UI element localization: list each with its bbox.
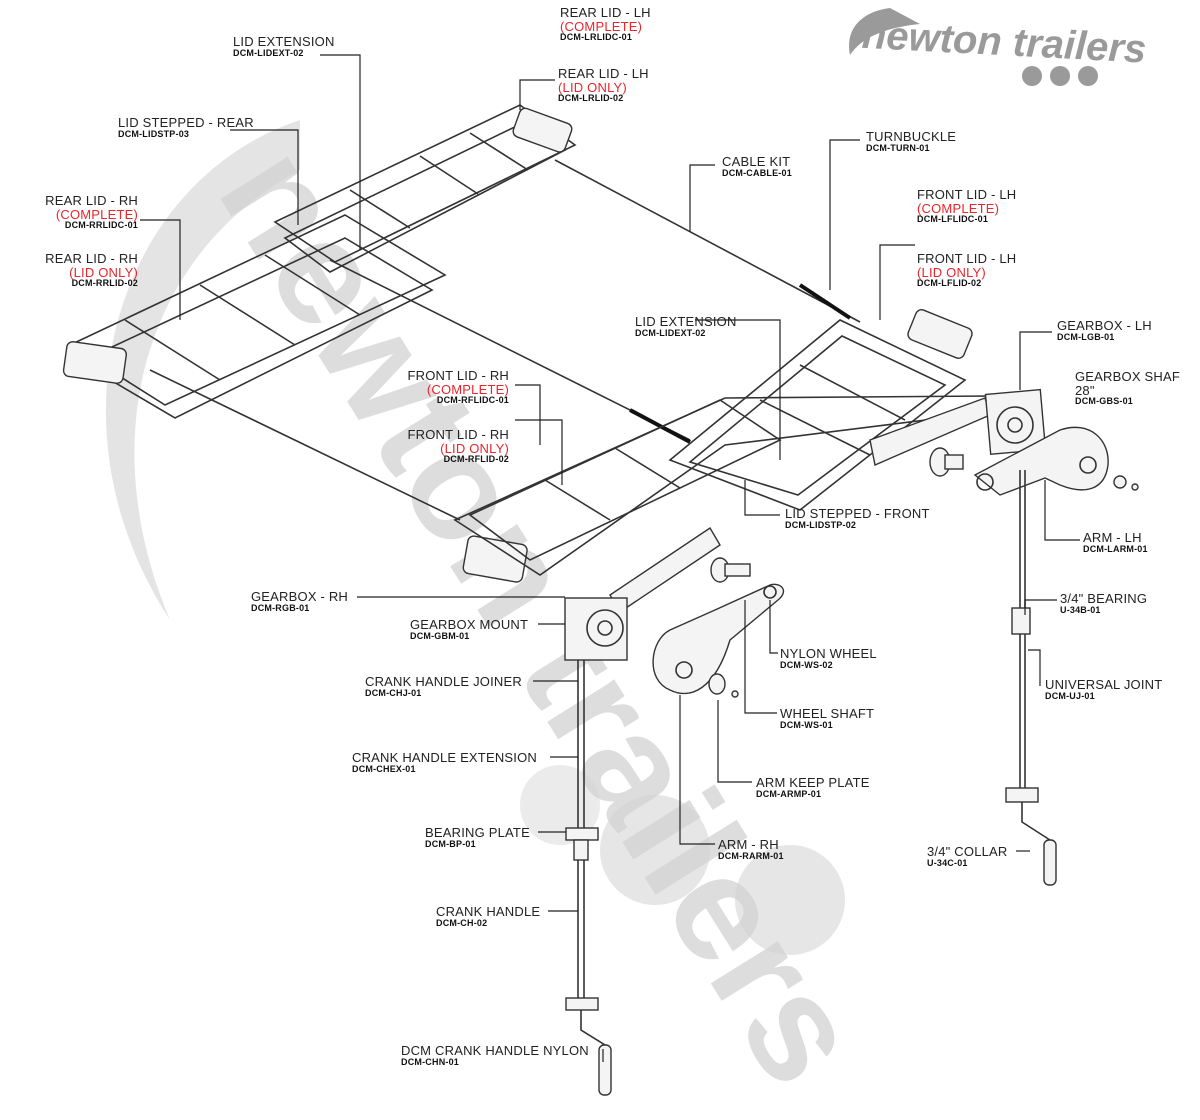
label-front-lid-rh-lid-only: FRONT LID - RH (LID ONLY) DCM-RFLID-02 xyxy=(407,427,509,465)
label-rear-lid-rh-complete: REAR LID - RH (COMPLETE) DCM-RRLIDC-01 xyxy=(45,193,138,231)
label-arm-rh: ARM - RH DCM-RARM-01 xyxy=(718,837,784,861)
label-front-lid-lh-complete: FRONT LID - LH (COMPLETE) DCM-LFLIDC-01 xyxy=(917,187,1017,225)
label-nylon-wheel: NYLON WHEEL DCM-WS-02 xyxy=(780,646,877,670)
watermark: newton trailers xyxy=(105,118,896,1112)
label-front-lid-lh-lid-only: FRONT LID - LH (LID ONLY) DCM-LFLID-02 xyxy=(917,251,1017,289)
label-crank-handle-extension: CRANK HANDLE EXTENSION DCM-CHEX-01 xyxy=(352,750,537,774)
label-arm-keep-plate: ARM KEEP PLATE DCM-ARMP-01 xyxy=(756,775,870,799)
label-gearbox-mount: GEARBOX MOUNT DCM-GBM-01 xyxy=(410,617,529,641)
label-gearbox-lh: GEARBOX - LH DCM-LGB-01 xyxy=(1057,318,1152,342)
label-cable-kit: CABLE KIT DCM-CABLE-01 xyxy=(722,154,792,178)
label-front-lid-rh-complete: FRONT LID - RH (COMPLETE) DCM-RFLIDC-01 xyxy=(407,368,509,406)
label-collar-34: 3/4" COLLAR U-34C-01 xyxy=(927,844,1008,868)
label-bearing-plate: BEARING PLATE DCM-BP-01 xyxy=(425,825,530,849)
label-wheel-shaft: WHEEL SHAFT DCM-WS-01 xyxy=(780,706,875,730)
label-lid-stepped-rear: LID STEPPED - REAR DCM-LIDSTP-03 xyxy=(118,115,254,139)
label-bearing-34: 3/4" BEARING U-34B-01 xyxy=(1060,591,1148,615)
rear-lid-frame xyxy=(68,104,577,419)
label-crank-handle: CRANK HANDLE DCM-CH-02 xyxy=(436,904,541,928)
leader-lines xyxy=(140,54,1080,1062)
label-rear-lid-lh-complete: REAR LID - LH (COMPLETE) DCM-LRLIDC-01 xyxy=(560,5,651,43)
label-gearbox-shaft: GEARBOX SHAF 28" DCM-GBS-01 xyxy=(1075,369,1180,407)
label-turnbuckle: TURNBUCKLE DCM-TURN-01 xyxy=(866,129,957,153)
label-lid-stepped-front: LID STEPPED - FRONT DCM-LIDSTP-02 xyxy=(785,506,930,530)
label-lid-extension-front: LID EXTENSION DCM-LIDEXT-02 xyxy=(635,314,737,338)
label-lid-extension-rear: LID EXTENSION DCM-LIDEXT-02 xyxy=(233,34,335,58)
label-gearbox-rh: GEARBOX - RH DCM-RGB-01 xyxy=(251,589,349,613)
lid-handles xyxy=(62,107,973,583)
gearbox-lh-assembly xyxy=(929,388,1139,886)
cable-kit xyxy=(149,159,861,521)
label-arm-lh: ARM - LH DCM-LARM-01 xyxy=(1083,530,1148,554)
svg-text:newton trailers: newton trailers xyxy=(188,118,896,1112)
label-rear-lid-lh-lid-only: REAR LID - LH (LID ONLY) DCM-LRLID-02 xyxy=(558,66,649,104)
label-rear-lid-rh-lid-only: REAR LID - RH (LID ONLY) DCM-RRLID-02 xyxy=(45,251,138,289)
arm-rh-assembly xyxy=(652,557,785,698)
label-crank-handle-nylon: DCM CRANK HANDLE NYLON DCM-CHN-01 xyxy=(401,1043,589,1067)
front-lid-frame xyxy=(453,319,991,613)
label-universal-joint: UNIVERSAL JOINT DCM-UJ-01 xyxy=(1045,677,1163,701)
newton-trailers-logo: newton trailers xyxy=(849,8,1147,86)
gearbox-rh-assembly xyxy=(564,597,628,1096)
logo-text: newton trailers xyxy=(861,13,1147,72)
label-crank-handle-joiner: CRANK HANDLE JOINER DCM-CHJ-01 xyxy=(365,674,522,698)
